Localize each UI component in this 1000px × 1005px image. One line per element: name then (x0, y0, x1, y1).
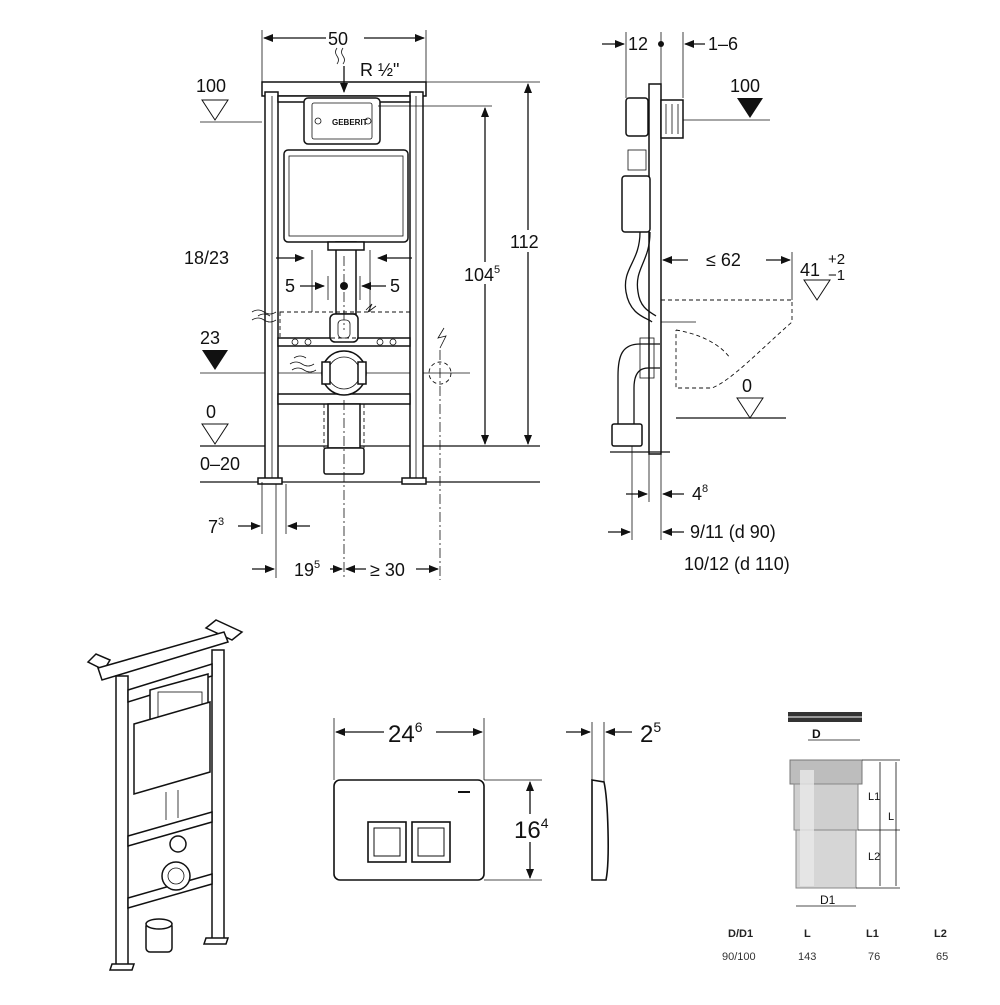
dimensions-table: D/D1 L L1 L2 90/100 143 76 65 (722, 928, 948, 963)
heat-wave-icon (335, 47, 345, 65)
cistern: GEBERIT (283, 97, 492, 243)
range-0-20-label: 0–20 (200, 454, 240, 474)
level-marker-100 (201, 99, 229, 121)
pipe-label-L1: L1 (868, 791, 880, 803)
table-header-l2: L2 (934, 928, 947, 940)
dim-4-label: 48 (692, 483, 708, 504)
side-level-marker-100 (737, 98, 763, 118)
power-icon-small (365, 303, 377, 313)
actuation-plate-opening (303, 97, 381, 145)
front-view: GEBERIT (184, 28, 548, 580)
side-level-100-label: 100 (730, 76, 760, 96)
electrical-box (428, 327, 452, 580)
level-23-label: 23 (200, 328, 220, 348)
dim-12-label: 12 (628, 34, 648, 54)
level-0-label: 0 (206, 402, 216, 422)
table-header-l: L (804, 928, 811, 940)
dim-18-23-label: 18/23 (184, 248, 229, 268)
table-header-l1: L1 (866, 928, 879, 940)
width-label: 50 (328, 29, 348, 49)
logo-text: GEBERIT (332, 118, 368, 127)
height-112-label: 112 (510, 232, 539, 252)
pipe-label-L: L (888, 811, 894, 823)
dim-19-label: 195 (294, 559, 320, 580)
dim-9-11-label: 9/11 (d 90) (690, 522, 776, 542)
dim-ge30-label: ≥ 30 (370, 560, 405, 580)
table-header-d: D/D1 (728, 928, 753, 940)
side-view: 12 1–6 100 ≤ 62 41 +2 −1 0 48 9/11 (d 90… (602, 32, 845, 574)
flush-plate-height-label: 164 (514, 815, 549, 844)
side-flush-pipe (624, 231, 653, 323)
dim-5-right-label: 5 (390, 276, 400, 296)
dim-le62-label: ≤ 62 (706, 250, 741, 270)
pipe-connector: D L1 L L2 D1 D/D1 L L1 L2 90/100 143 76 … (722, 712, 948, 963)
pipe-label-L2: L2 (868, 851, 880, 863)
wc-bowl-outline (661, 299, 793, 389)
side-level-0-label: 0 (742, 376, 752, 396)
flush-plate-width-label: 246 (388, 719, 423, 748)
dim-41-minus-label: −1 (828, 267, 845, 284)
water-supply-icon-2 (289, 355, 317, 373)
table-cell-d: 90/100 (722, 951, 756, 963)
dim-5-left-label: 5 (285, 276, 295, 296)
isometric-frame-illustration (86, 619, 244, 971)
pipe-label-D: D (812, 727, 821, 741)
dim-1-6-label: 1–6 (708, 34, 738, 54)
side-level-marker-41 (803, 279, 831, 301)
dim-7-label: 73 (208, 516, 224, 537)
flush-pipe (327, 241, 365, 343)
flush-plate-depth-label: 25 (640, 719, 661, 748)
height-104-label: 1045 (464, 264, 500, 285)
level-100-label: 100 (196, 76, 226, 96)
table-cell-l1: 76 (868, 951, 880, 963)
table-cell-l: 143 (798, 951, 816, 963)
side-frame (648, 83, 662, 455)
pipe-label-D1: D1 (820, 893, 836, 907)
table-cell-l2: 65 (936, 951, 948, 963)
flush-plate-profile (591, 779, 609, 881)
water-supply-icon (251, 309, 277, 323)
side-level-marker-0 (736, 397, 764, 419)
dim-10-12-label: 10/12 (d 110) (684, 554, 790, 574)
dim-41-plus-label: +2 (828, 251, 845, 268)
level-marker-0 (201, 423, 229, 445)
dim-41-label: 41 (800, 260, 820, 280)
fixing-points (251, 303, 411, 373)
thread-label: R ½" (360, 60, 399, 80)
power-icon (437, 327, 447, 349)
level-marker-23 (202, 350, 228, 370)
flush-plate: 246 164 25 (333, 716, 661, 881)
flush-plate-front (333, 779, 485, 881)
